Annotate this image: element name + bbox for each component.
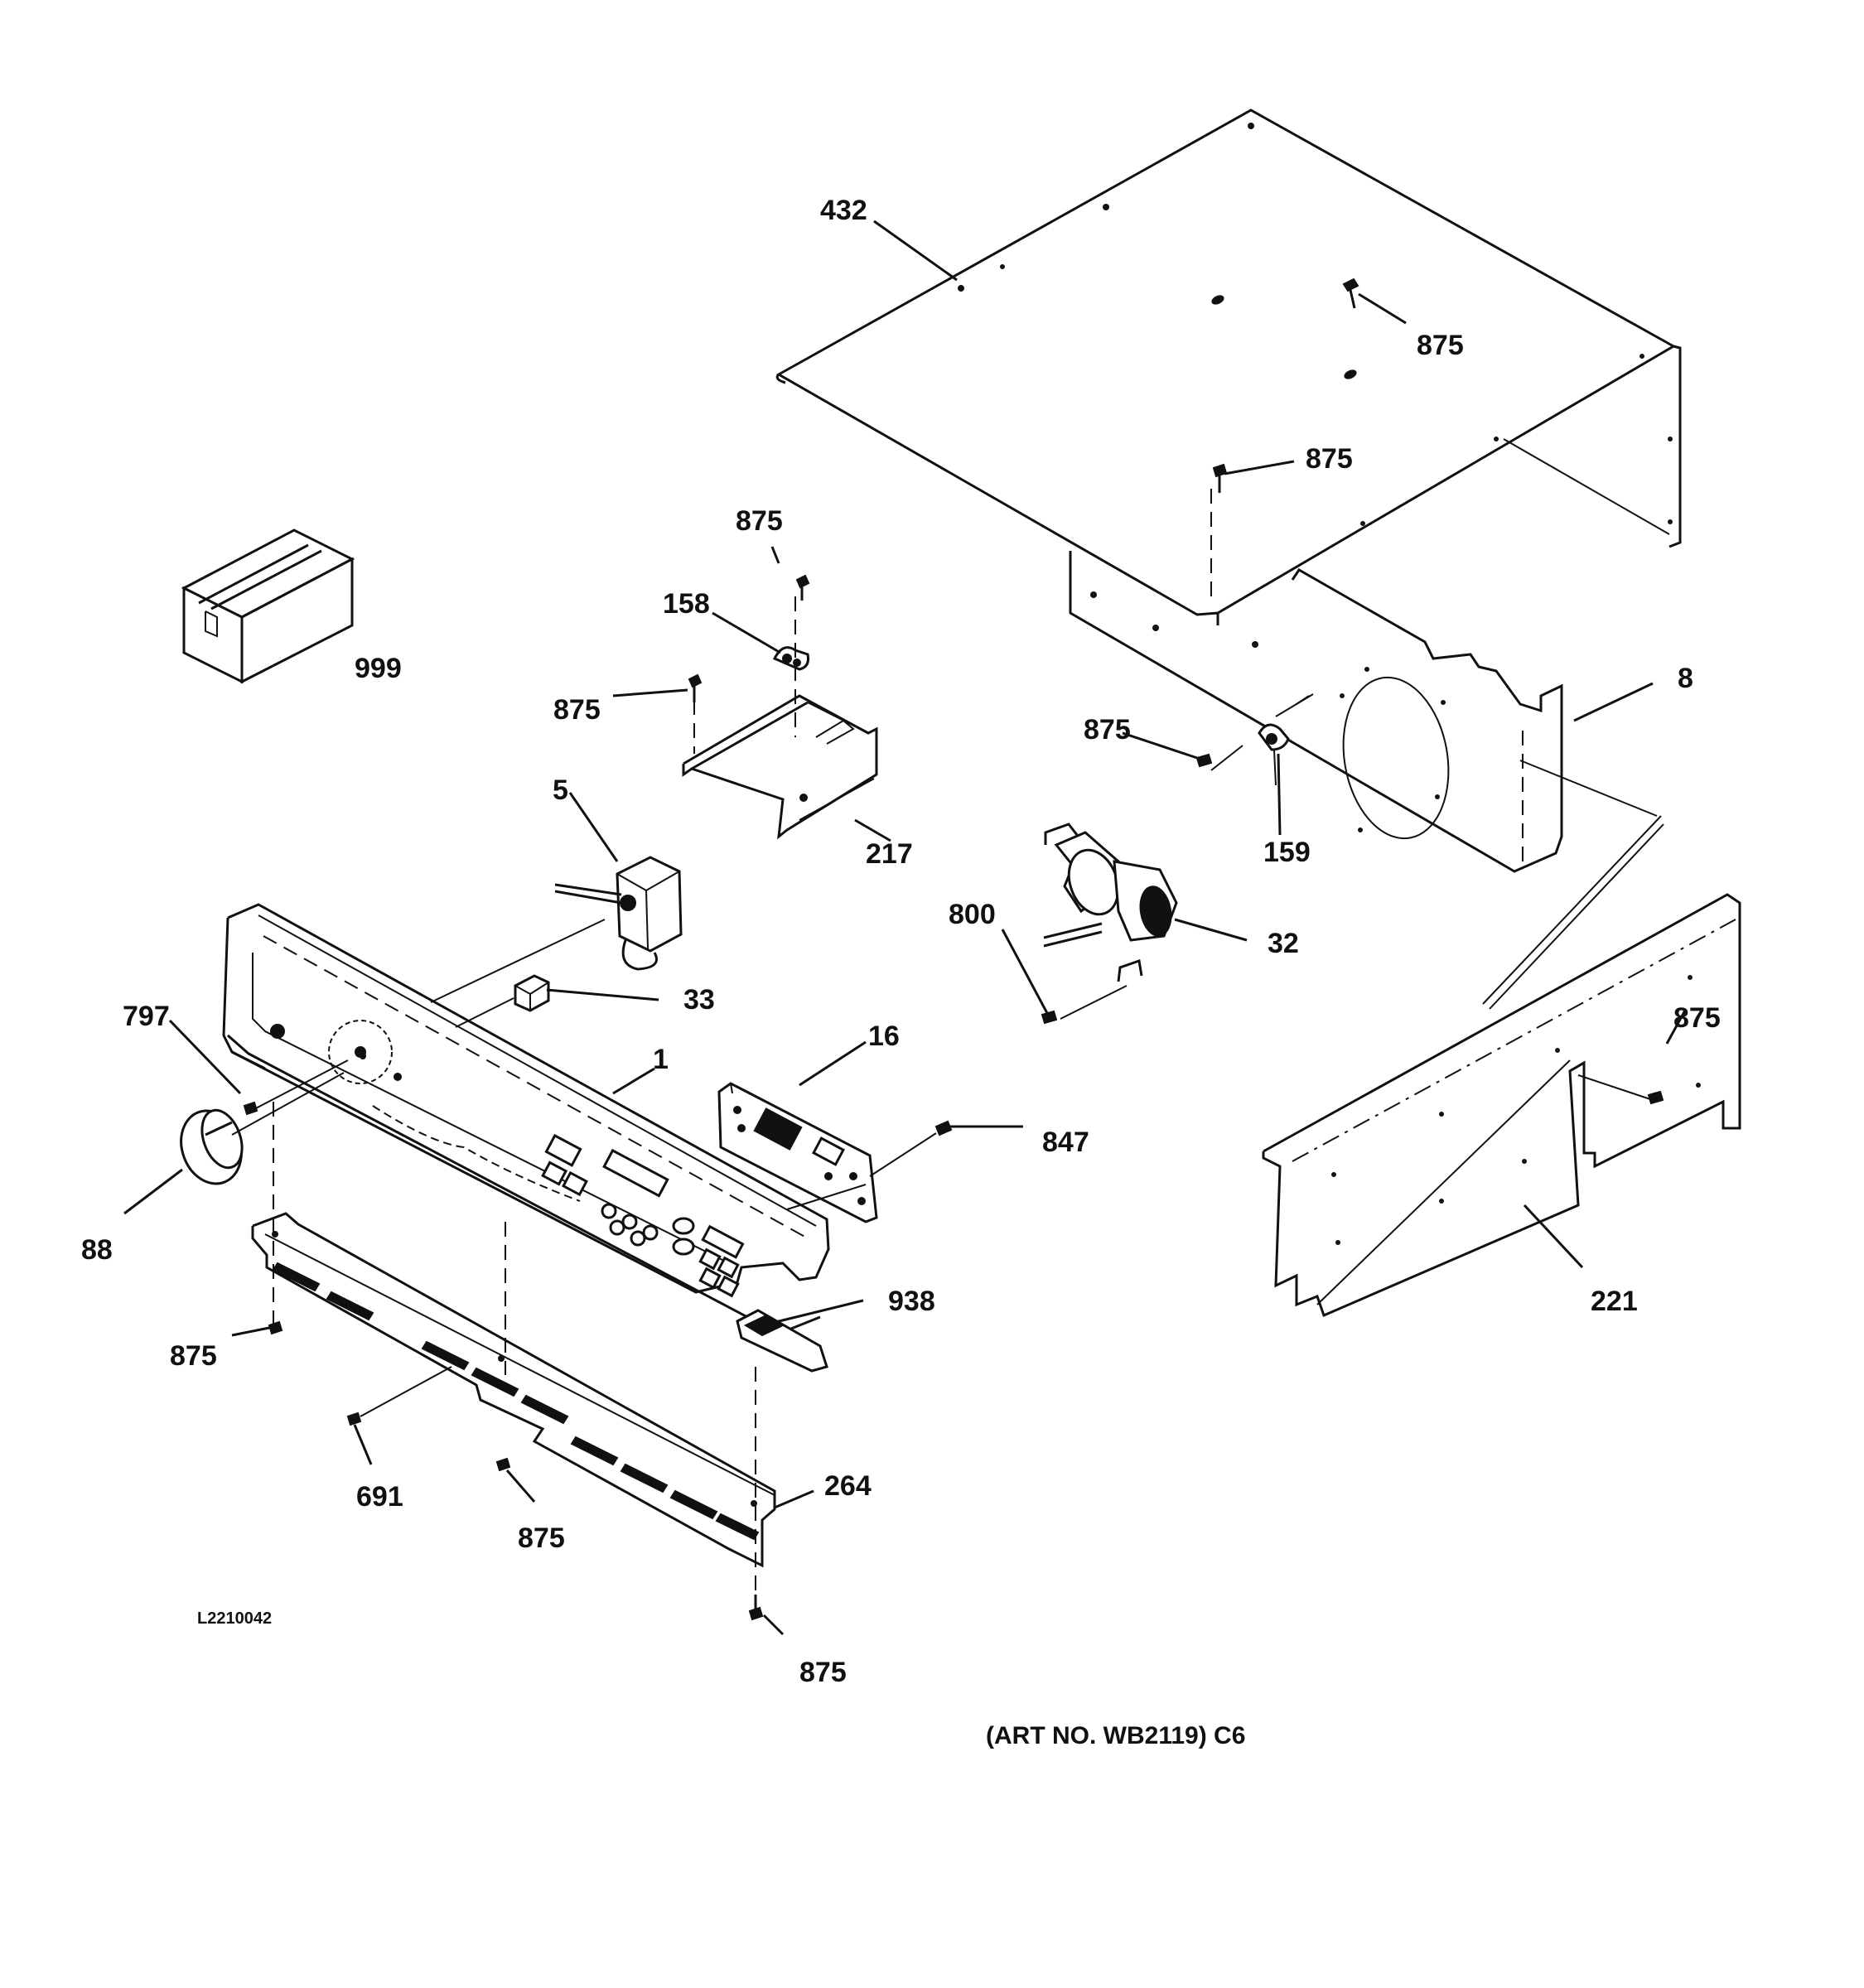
label-938: 938 — [888, 1286, 935, 1317]
screws — [243, 277, 1664, 1621]
part-5 — [554, 856, 683, 971]
label-217: 217 — [866, 838, 913, 870]
control-board-16 — [717, 1082, 878, 1223]
label-33: 33 — [683, 984, 715, 1016]
drawing-code: L2210042 — [197, 1609, 272, 1628]
label-999: 999 — [355, 653, 402, 684]
label-875-trim-left: 875 — [170, 1340, 217, 1372]
label-875-rear-panel: 875 — [1084, 714, 1131, 746]
label-5: 5 — [553, 774, 568, 806]
label-797: 797 — [123, 1001, 170, 1032]
label-875-bracket-left: 875 — [553, 694, 601, 726]
label-158: 158 — [663, 588, 710, 620]
knob-88 — [180, 1108, 244, 1185]
control-panel-1 — [222, 903, 830, 1335]
art-number: (ART NO. WB2119) C6 — [986, 1722, 1245, 1749]
label-88: 88 — [81, 1234, 113, 1266]
label-875-top-right: 875 — [1417, 330, 1464, 361]
part-158 — [772, 646, 809, 671]
vent-slots — [272, 1262, 760, 1541]
label-32: 32 — [1268, 928, 1299, 959]
label-1: 1 — [653, 1044, 669, 1075]
label-432: 432 — [820, 195, 867, 226]
label-875-cover-front: 875 — [1306, 443, 1353, 475]
part-159 — [1258, 723, 1290, 751]
label-691: 691 — [356, 1481, 403, 1513]
label-8: 8 — [1678, 663, 1693, 694]
label-875-trim-center: 875 — [518, 1522, 565, 1554]
label-264: 264 — [824, 1470, 872, 1502]
label-221: 221 — [1591, 1286, 1638, 1317]
label-16: 16 — [868, 1021, 900, 1052]
label-800: 800 — [949, 899, 996, 930]
label-159: 159 — [1263, 837, 1311, 868]
rear-panel-8 — [1069, 551, 1563, 873]
part-33 — [514, 974, 550, 1012]
vent-trim-264 — [251, 1212, 776, 1568]
carton-box-999 — [181, 528, 355, 684]
top-cover-432 — [775, 109, 1682, 625]
leader-lines — [123, 220, 1688, 1636]
label-875-side-panel: 875 — [1673, 1002, 1721, 1034]
label-875-bracket-top: 875 — [736, 505, 783, 537]
part-labels: 432 875 875 875 158 875 999 8 875 217 15… — [81, 195, 1721, 1749]
label-875-trim-bottom: 875 — [799, 1657, 847, 1688]
assembly-lines — [231, 489, 1662, 1599]
bracket-217 — [682, 694, 878, 840]
fan-motor-32 — [1043, 823, 1178, 1020]
label-847: 847 — [1042, 1127, 1089, 1158]
side-panel-221 — [1262, 823, 1741, 1318]
